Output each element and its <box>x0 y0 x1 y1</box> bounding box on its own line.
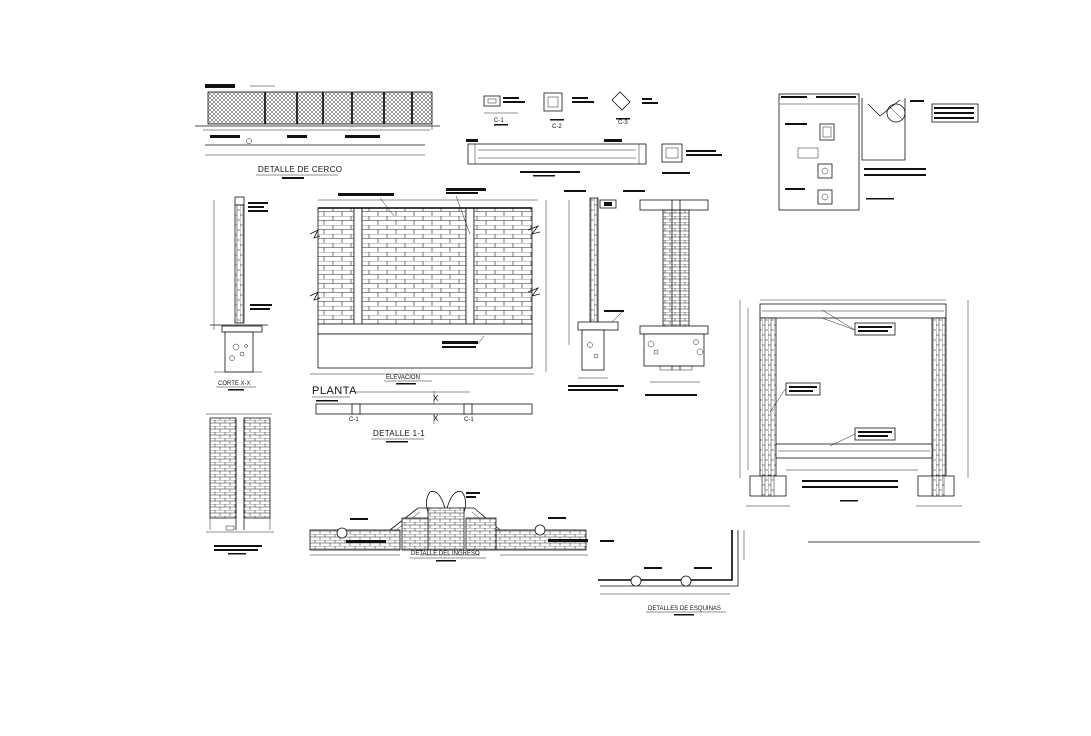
section-x-x-title: CORTE X-X <box>218 381 251 387</box>
entrance-detail: DETALLE DEL INGRESO <box>309 491 614 562</box>
wall-elevation: ELEVACION <box>309 188 547 385</box>
section-x-x: CORTE X-X <box>210 196 272 391</box>
section-c1-label: C-1 <box>494 118 504 124</box>
corners-detail: DETALLES DE ESQUINAS <box>598 530 745 616</box>
column-sections: C-1 C-2 C-3 <box>483 91 658 130</box>
pillar-plan-section <box>206 413 274 555</box>
frame-elevation <box>739 299 980 543</box>
beam-detail <box>466 139 722 177</box>
fence-detail-view: DETALLE DE CERCO <box>195 84 440 179</box>
corners-detail-title: DETALLES DE ESQUINAS <box>648 606 721 612</box>
elevation-title: ELEVACION <box>386 375 420 381</box>
detail-1-1-title: DETALLE 1-1 <box>373 429 425 438</box>
plan-detail-1-1: PLANTA X X C-1 C-1 DETALLE 1-1 <box>312 385 533 443</box>
fence-detail-title: DETALLE DE CERCO <box>258 165 342 174</box>
section-c3-label: C-3 <box>618 120 628 126</box>
plan-x-mark-top: X <box>433 394 439 403</box>
plan-x-mark-bottom: X <box>433 414 439 423</box>
entrance-detail-title: DETALLE DEL INGRESO <box>411 551 480 557</box>
section-c2-label: C-2 <box>552 124 562 130</box>
plan-c1-right: C-1 <box>464 417 474 423</box>
plan-title: PLANTA <box>312 385 357 397</box>
plan-c1-left: C-1 <box>349 417 359 423</box>
column-section <box>564 190 709 396</box>
corner-anchor-detail <box>778 93 979 211</box>
